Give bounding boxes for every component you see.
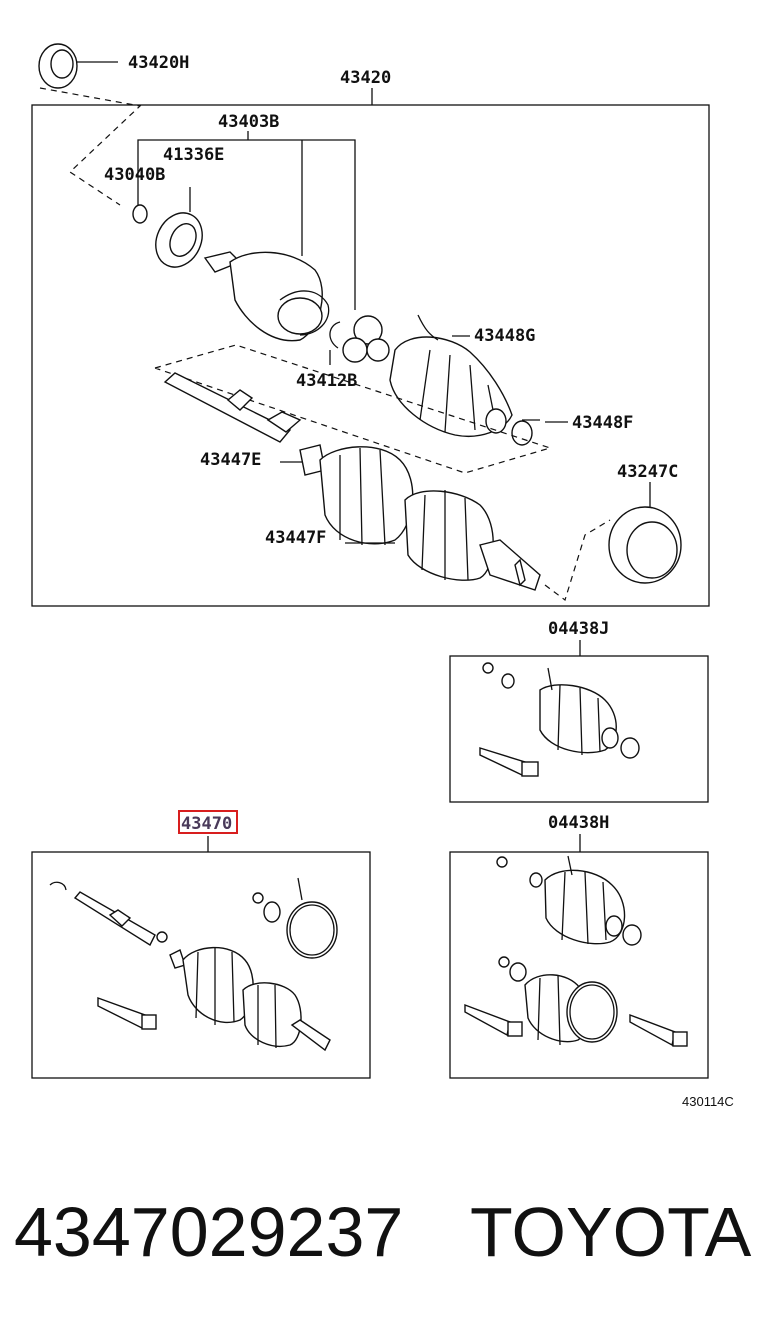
- oil-seal-43247C: [608, 506, 682, 584]
- snap-ring-43412B: [329, 321, 341, 349]
- label-43447F[interactable]: 43447F: [265, 528, 326, 548]
- label-41336E[interactable]: 41336E: [163, 145, 224, 165]
- snap-ring-43040B: [132, 204, 148, 224]
- kit-frame-04438H: [449, 851, 709, 1079]
- dust-deflector-41336E: [155, 212, 203, 268]
- assembly-frame-43420: [31, 104, 710, 607]
- footer-part-number: 4347029237: [14, 1193, 403, 1271]
- boot-kit-04438J-parts: [479, 662, 640, 777]
- drive-shaft-assembly-43470: [49, 877, 338, 1052]
- label-43447E[interactable]: 43447E: [200, 450, 261, 470]
- tripod-joint: [342, 315, 390, 363]
- label-43420[interactable]: 43420: [340, 68, 391, 88]
- dashed-leader-43247C: [544, 519, 611, 601]
- label-04438J[interactable]: 04438J: [548, 619, 609, 639]
- label-43403B[interactable]: 43403B: [218, 112, 279, 132]
- footer-brand: TOYOTA: [470, 1193, 752, 1271]
- label-43470[interactable]: 43470: [181, 814, 232, 834]
- dashed-group-inboard: [154, 344, 553, 474]
- drive-shaft: [163, 372, 302, 443]
- kit-frame-04438J: [449, 655, 709, 803]
- figure-code: 430114C: [682, 1094, 734, 1109]
- boot-43447F: [404, 490, 494, 581]
- assembly-frame-43470: [31, 851, 371, 1079]
- label-43448F[interactable]: 43448F: [572, 413, 633, 433]
- boot-43448G: [389, 314, 513, 437]
- label-43420H[interactable]: 43420H: [128, 53, 189, 73]
- label-43040B[interactable]: 43040B: [104, 165, 165, 185]
- boot-kit-04438H-parts: [464, 855, 688, 1047]
- label-43412B[interactable]: 43412B: [296, 371, 357, 391]
- outboard-stub-shaft: [479, 539, 541, 591]
- boot-43447E: [299, 444, 414, 546]
- highlight-box-43470: [178, 810, 238, 834]
- label-43247C[interactable]: 43247C: [617, 462, 678, 482]
- label-04438H[interactable]: 04438H: [548, 813, 609, 833]
- inboard-joint-housing: [203, 251, 330, 342]
- boot-clamp-43448F: [511, 419, 540, 446]
- label-43448G[interactable]: 43448G: [474, 326, 535, 346]
- oil-seal-43420H: [38, 43, 118, 89]
